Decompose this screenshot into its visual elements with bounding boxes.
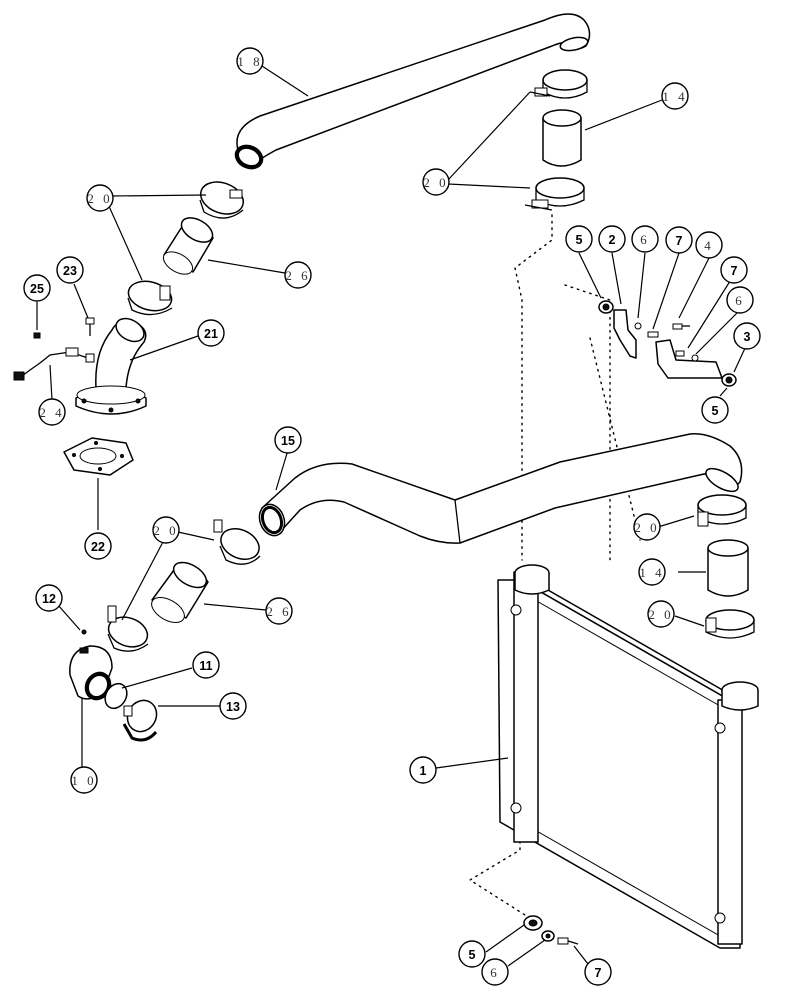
- svg-text:13: 13: [226, 700, 240, 714]
- svg-text:4: 4: [704, 238, 714, 253]
- bolt-23: [85, 317, 95, 336]
- clamp-20-top-upper: [529, 69, 588, 99]
- elbow-21: [75, 317, 147, 415]
- svg-text:5: 5: [469, 948, 476, 962]
- svg-text:1 8: 1 8: [237, 54, 262, 69]
- callout-15: 15: [274, 426, 302, 454]
- callout-3: 3: [733, 322, 761, 350]
- clamp-13: [122, 699, 158, 742]
- svg-text:21: 21: [204, 327, 218, 341]
- callout-25: 25: [23, 274, 51, 302]
- svg-text:1 0: 1 0: [71, 773, 96, 788]
- svg-text:6: 6: [735, 293, 745, 308]
- pipe-18-upper-tube: [234, 13, 591, 170]
- callout-24: 2 4: [38, 398, 66, 426]
- svg-text:5: 5: [576, 233, 583, 247]
- hose-14-top: [542, 109, 582, 167]
- svg-text:1: 1: [420, 764, 427, 778]
- callout-20-right-lower: 2 0: [647, 600, 675, 628]
- hose-26-lower: [151, 561, 209, 623]
- callout-12: 12: [35, 584, 63, 612]
- svg-text:5: 5: [712, 404, 719, 418]
- svg-text:7: 7: [595, 966, 602, 980]
- bracket-group-upper-right: [598, 300, 737, 387]
- callouts: 1 8 1 4 2 0 2 0 2 6 25 23 21 2 4 22 5 2 …: [23, 47, 761, 986]
- svg-text:7: 7: [676, 234, 683, 248]
- callout-7-mid: 7: [720, 256, 748, 284]
- leader-lines: [36, 65, 747, 967]
- svg-text:7: 7: [731, 264, 738, 278]
- svg-text:2 0: 2 0: [634, 520, 659, 535]
- svg-text:2: 2: [609, 233, 616, 247]
- svg-text:2 0: 2 0: [153, 523, 178, 538]
- svg-text:12: 12: [42, 592, 56, 606]
- callout-6-top: 6: [631, 225, 659, 253]
- callout-20-left: 2 0: [86, 184, 114, 212]
- callout-21: 21: [197, 319, 225, 347]
- callout-10: 1 0: [70, 766, 98, 794]
- hose-26-upper: [162, 217, 214, 275]
- svg-text:11: 11: [199, 659, 212, 673]
- svg-text:1 4: 1 4: [662, 89, 687, 104]
- clamp-20-left-upper: [199, 181, 245, 219]
- callout-2: 2: [598, 225, 626, 253]
- callout-5-top: 5: [565, 225, 593, 253]
- callout-20-top-right: 2 0: [422, 168, 450, 196]
- callout-7-bottom: 7: [584, 958, 612, 986]
- svg-text:3: 3: [744, 330, 751, 344]
- callout-22: 22: [84, 532, 112, 560]
- clamp-20-lower-upper: [213, 519, 261, 565]
- callout-14-right: 1 4: [638, 558, 666, 586]
- callout-26-top: 2 6: [284, 261, 312, 289]
- elbow-10: [69, 645, 113, 701]
- clamp-20-lower-lower: [107, 605, 149, 652]
- callout-7-top: 7: [665, 226, 693, 254]
- clamp-20-right-lower: [705, 609, 755, 639]
- callout-6-bottom: 6: [481, 958, 509, 986]
- hardware-bottom: [523, 915, 579, 945]
- svg-text:2 4: 2 4: [39, 405, 64, 420]
- svg-text:15: 15: [281, 434, 295, 448]
- sensor-24: [13, 347, 95, 381]
- svg-text:2 6: 2 6: [285, 268, 310, 283]
- plug-12: [81, 629, 87, 635]
- pipe-15: [258, 433, 743, 544]
- callout-6-mid: 6: [726, 286, 754, 314]
- callout-13: 13: [219, 692, 247, 720]
- intercooler-core-1: [497, 564, 759, 949]
- callout-20-lower: 2 0: [152, 516, 180, 544]
- hose-14-right: [707, 539, 749, 597]
- callout-5-mid: 5: [701, 396, 729, 424]
- callout-18: 1 8: [236, 47, 264, 75]
- callout-26-lower: 2 6: [265, 597, 293, 625]
- callout-1: 1: [409, 756, 437, 784]
- o-ring-11: [104, 682, 128, 710]
- clamp-20-left-lower: [127, 280, 173, 316]
- callout-20-right-upper: 2 0: [633, 513, 661, 541]
- svg-text:2 0: 2 0: [648, 607, 673, 622]
- clamp-20-right-upper: [697, 494, 747, 527]
- callout-14-top: 1 4: [661, 82, 689, 110]
- gasket-22: [63, 437, 134, 476]
- callout-5-bottom: 5: [458, 940, 486, 968]
- svg-text:2 0: 2 0: [423, 175, 448, 190]
- svg-text:6: 6: [640, 232, 650, 247]
- callout-23: 23: [56, 256, 84, 284]
- callout-4: 4: [695, 231, 723, 259]
- svg-text:6: 6: [490, 965, 500, 980]
- svg-text:23: 23: [63, 264, 77, 278]
- clamp-20-top-lower: [524, 177, 585, 211]
- svg-text:2 6: 2 6: [266, 604, 291, 619]
- svg-text:2 0: 2 0: [87, 191, 112, 206]
- nut-25: [33, 332, 41, 339]
- callout-11: 11: [192, 651, 220, 679]
- svg-text:22: 22: [91, 540, 105, 554]
- svg-text:25: 25: [30, 282, 44, 296]
- svg-text:1 4: 1 4: [639, 565, 664, 580]
